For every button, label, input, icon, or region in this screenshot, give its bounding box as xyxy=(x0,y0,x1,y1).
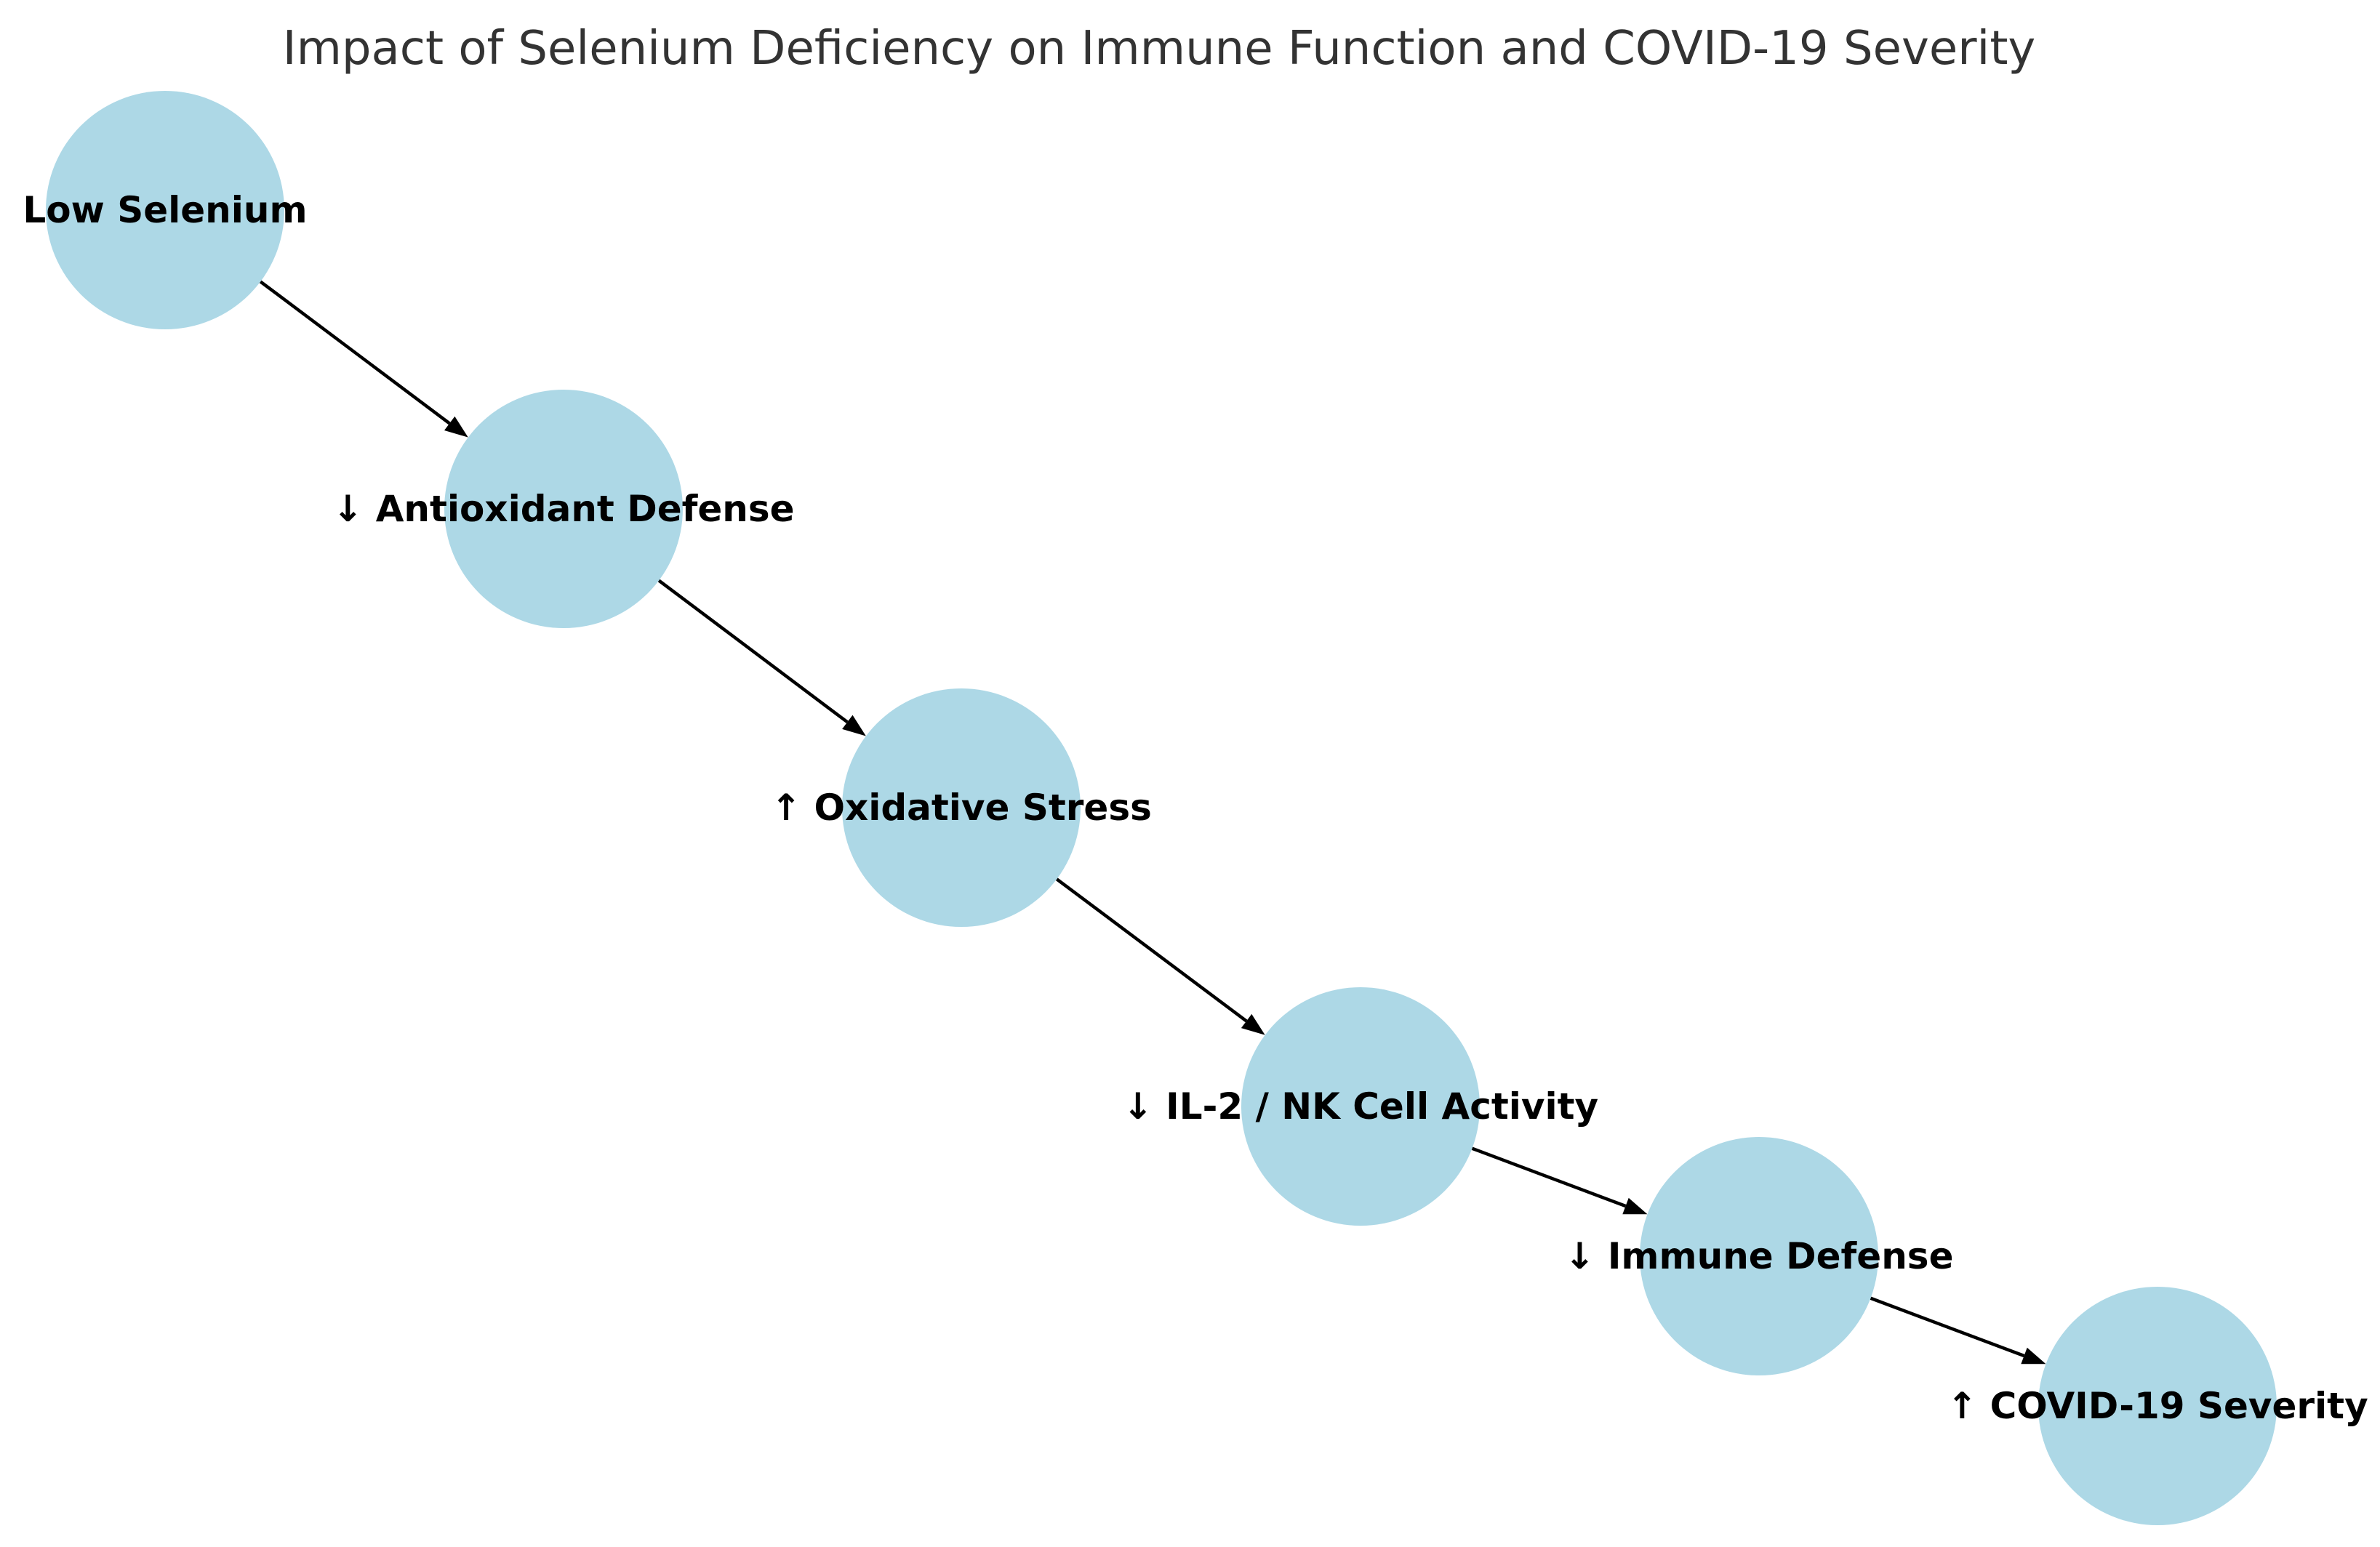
nodes-layer: Low Selenium ↓ Antioxidant Defense ↑ Oxida… xyxy=(23,91,2368,1525)
edge-line xyxy=(1870,1296,2025,1358)
arrow-head xyxy=(1622,1197,1648,1215)
node-il2-nk-activity: ↓ IL-2 / NK Cell Activity xyxy=(1123,987,1598,1226)
node-circle xyxy=(1640,1137,1878,1375)
edge-line xyxy=(1471,1146,1627,1208)
edge-oxidative-stress-to-il2-nk-activity xyxy=(1055,877,1265,1035)
node-label: ↑ COVID-19 Severity xyxy=(1947,1385,2368,1427)
edge-low-selenium-to-antioxidant-defense xyxy=(259,280,468,438)
edge-line xyxy=(259,280,451,425)
node-label: ↓ Antioxidant Defense xyxy=(332,488,794,530)
edge-il2-nk-activity-to-immune-defense xyxy=(1471,1146,1648,1215)
node-label: Low Selenium xyxy=(23,189,307,231)
node-low-selenium: Low Selenium xyxy=(23,91,308,329)
edge-line xyxy=(1055,877,1248,1023)
arrow-head xyxy=(444,416,468,438)
node-label: ↓ IL-2 / NK Cell Activity xyxy=(1123,1085,1598,1128)
node-circle xyxy=(46,91,284,329)
node-immune-defense: ↓ Immune Defense xyxy=(1565,1137,1954,1375)
node-antioxidant-defense: ↓ Antioxidant Defense xyxy=(332,390,795,628)
edge-line xyxy=(657,579,849,724)
node-circle xyxy=(1241,987,1480,1226)
node-label: ↓ Immune Defense xyxy=(1565,1235,1954,1277)
edge-antioxidant-defense-to-oxidative-stress xyxy=(657,579,866,736)
node-circle xyxy=(2038,1287,2277,1525)
node-circle xyxy=(842,688,1081,927)
arrow-head xyxy=(2021,1347,2046,1365)
edge-immune-defense-to-covid-severity xyxy=(1870,1296,2046,1365)
diagram-title: Impact of Selenium Deficiency on Immune … xyxy=(283,22,2036,76)
node-circle xyxy=(444,390,683,628)
node-label: ↑ Oxidative Stress xyxy=(771,787,1152,829)
node-oxidative-stress: ↑ Oxidative Stress xyxy=(771,688,1152,927)
arrow-head xyxy=(1241,1013,1265,1035)
node-covid-severity: ↑ COVID-19 Severity xyxy=(1947,1287,2368,1525)
arrow-head xyxy=(842,715,866,736)
edges-layer xyxy=(259,280,2046,1365)
